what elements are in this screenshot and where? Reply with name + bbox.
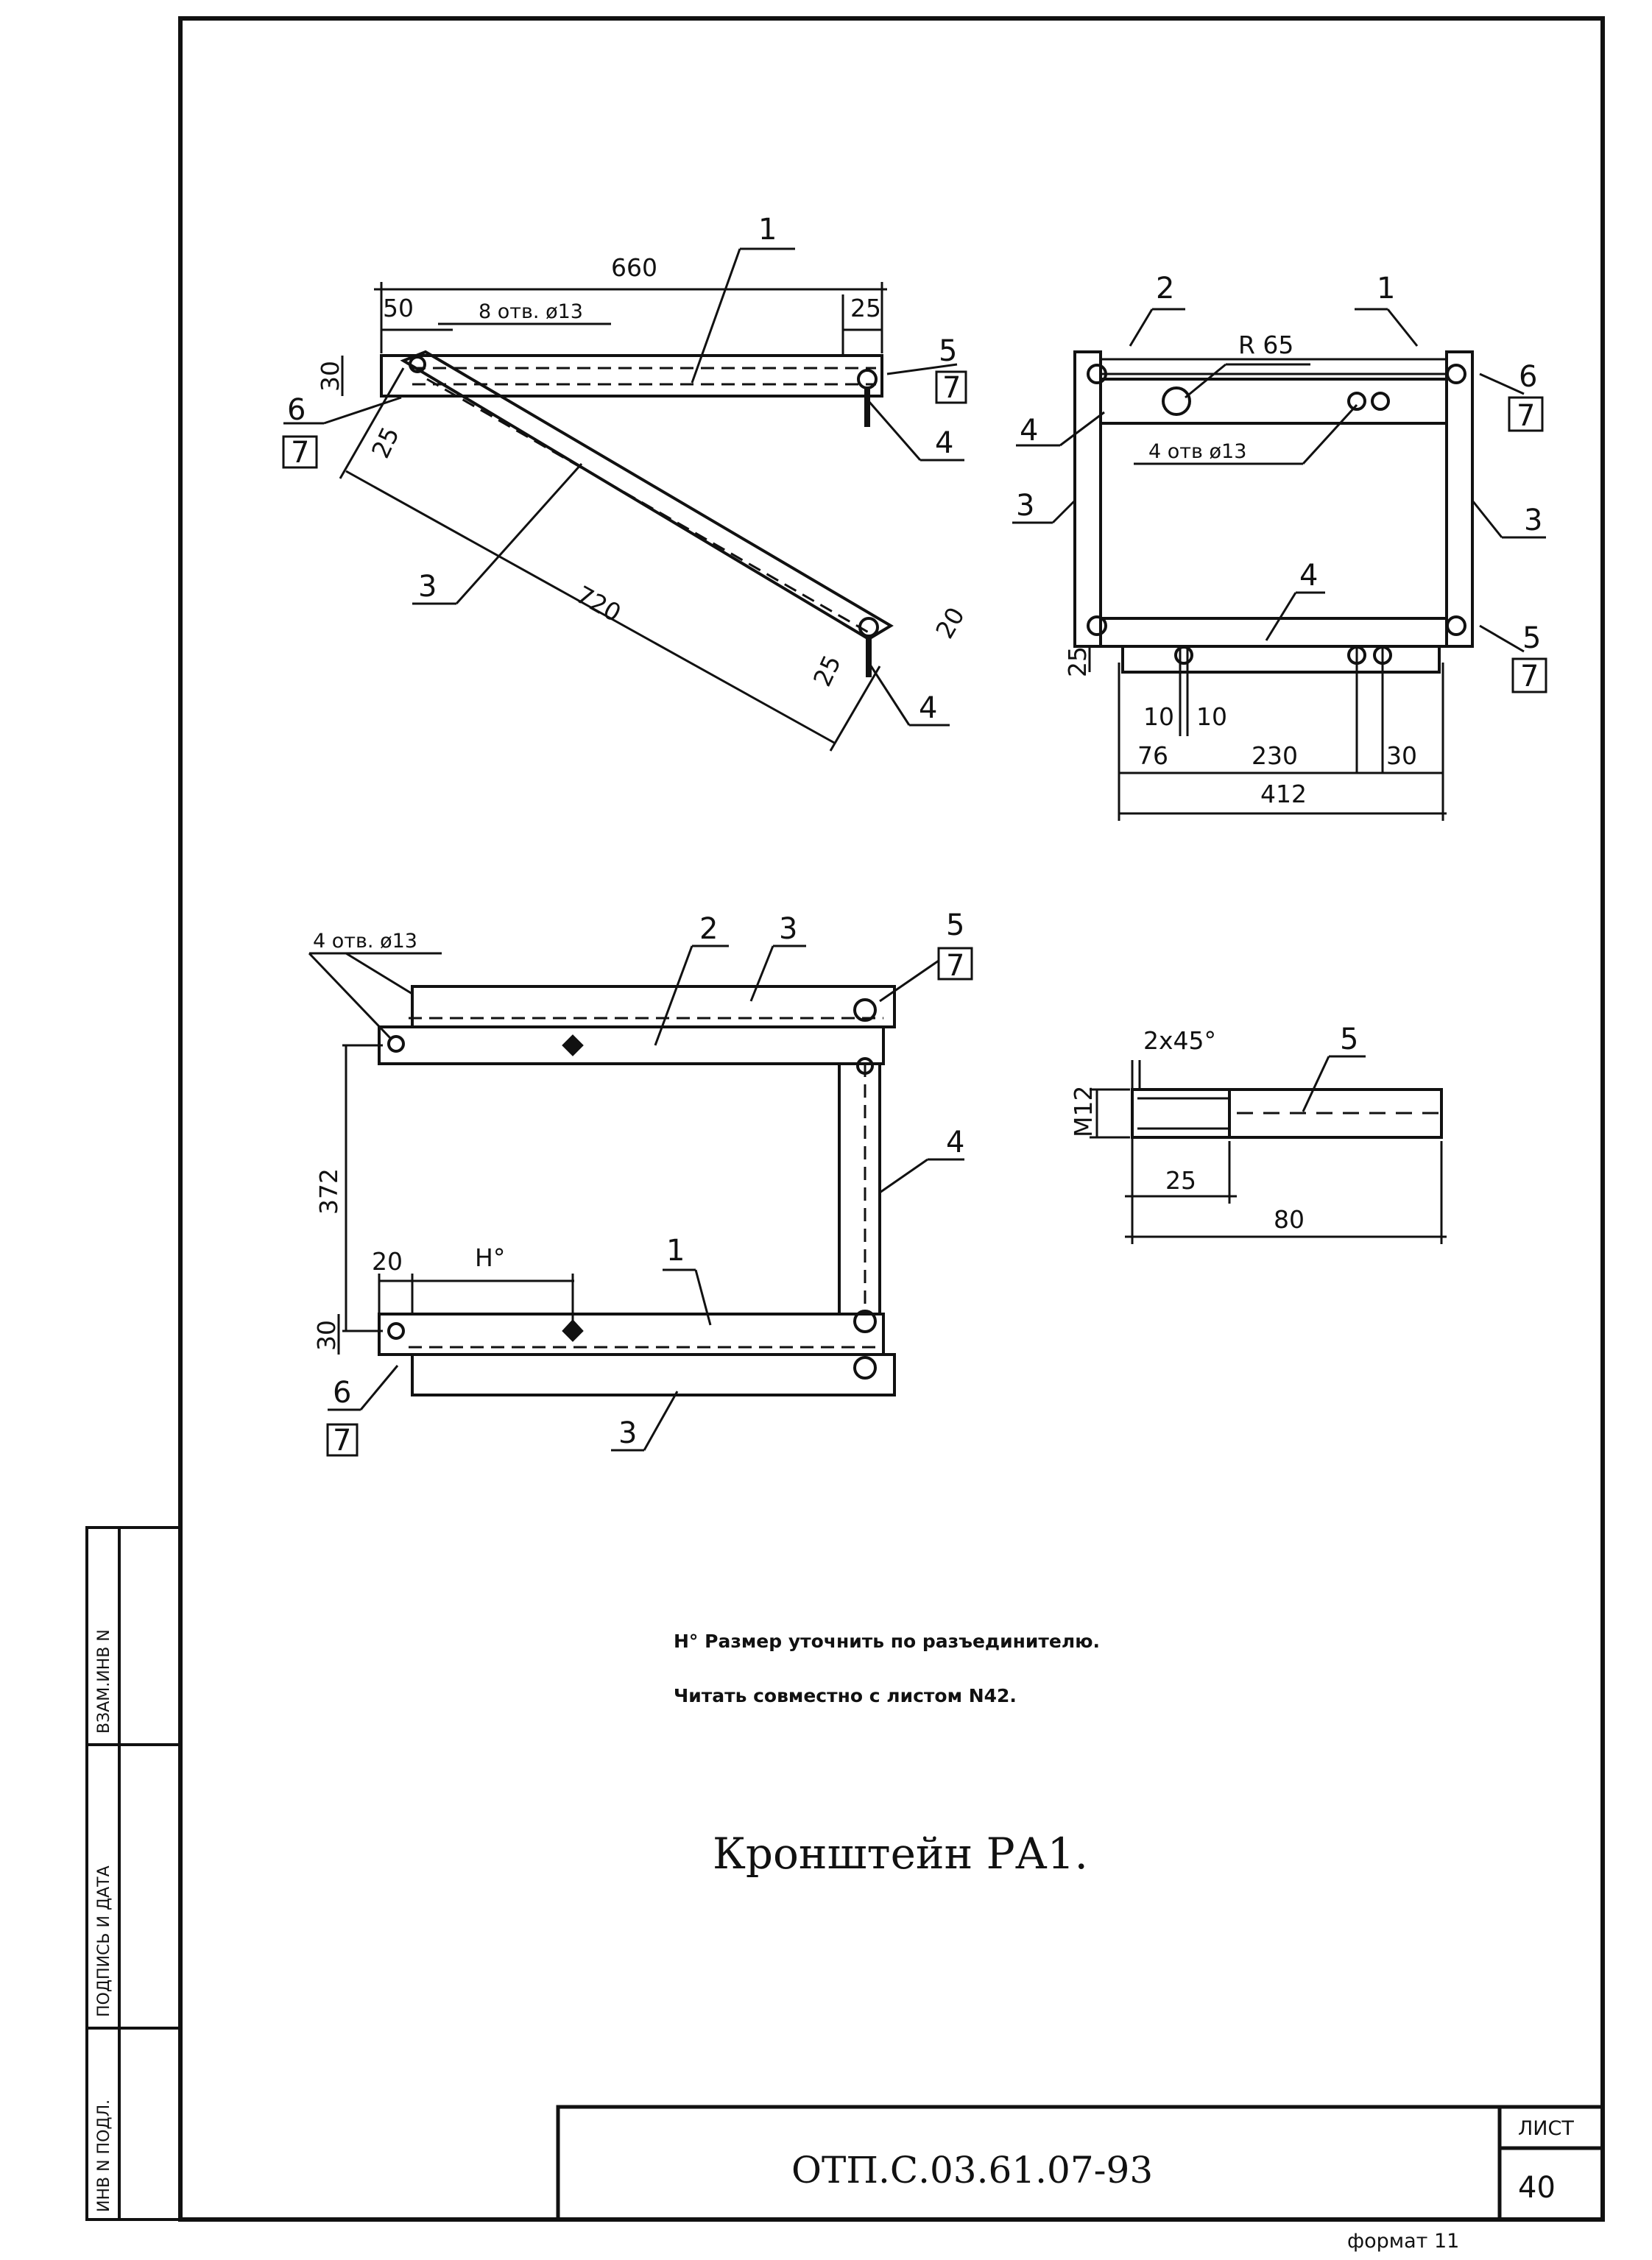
plan-view-dim-height: 372 — [314, 1168, 343, 1215]
note-line-1: H° Размер уточнить по разъединителю. — [674, 1631, 1100, 1652]
plan-view-pos-2: 2 — [699, 912, 718, 946]
side-view-pos-5: 5 — [939, 334, 957, 368]
side-stamp-signature: ПОДПИСЬ И ДАТА — [95, 1865, 113, 2017]
format-label: формат 11 — [1347, 2230, 1459, 2253]
end-view-pos-5: 5 — [1522, 621, 1541, 655]
end-view-pos-3-left: 3 — [1016, 489, 1034, 523]
note-line-2: Читать совместно с листом N42. — [674, 1685, 1017, 1706]
end-view-pos-3-right: 3 — [1524, 504, 1542, 537]
end-view — [1012, 308, 1547, 821]
end-view-dim-overall: 412 — [1260, 780, 1307, 808]
bolt-view-dim-thread: M12 — [1069, 1086, 1098, 1137]
side-view-pos-6-sheet: 7 — [291, 436, 309, 470]
side-view-holes-label: 8 отв. ø13 — [479, 300, 583, 323]
side-view-pos-1: 1 — [758, 213, 777, 247]
end-view-holes-label: 4 отв ø13 — [1148, 440, 1246, 463]
plan-view-holes-label: 4 отв. ø13 — [313, 930, 417, 953]
plan-view-pos-3-top: 3 — [779, 912, 797, 946]
end-view-dim-b: 230 — [1252, 741, 1298, 770]
end-view-dim-d2: 10 — [1196, 702, 1227, 731]
side-view-pos-3: 3 — [418, 570, 437, 604]
bolt-view-dim-chamfer: 2x45° — [1143, 1026, 1216, 1055]
end-view-dim-d1: 10 — [1143, 702, 1174, 731]
end-view-radius-label: R 65 — [1238, 331, 1293, 359]
bolt-view — [1090, 1055, 1447, 1244]
side-stamp-replacement: ВЗАМ.ИНВ N — [95, 1629, 113, 1734]
side-view-dim-offset: 25 — [366, 423, 405, 463]
plan-view-pos-5: 5 — [946, 908, 964, 942]
drawing-title: Кронштейн РА1. — [713, 1829, 1088, 1879]
side-view-dim-left: 50 — [383, 294, 414, 322]
side-stamp — [85, 1526, 182, 2221]
side-view-dim-height: 30 — [316, 361, 345, 392]
side-view-pos-6: 6 — [287, 393, 306, 427]
plan-view-dim-left: 20 — [372, 1247, 403, 1276]
end-view-dim-a: 76 — [1137, 741, 1168, 770]
end-view-pos-4-left: 4 — [1020, 414, 1038, 448]
sheet-number: 40 — [1518, 2171, 1556, 2205]
sheet-frame — [178, 16, 1605, 2222]
side-view-pos-4-bottom: 4 — [919, 691, 937, 725]
side-view-dim-diagonal: 720 — [571, 580, 626, 628]
side-view-dim-overall: 660 — [611, 253, 657, 282]
side-view-pos-5-sheet: 7 — [942, 371, 961, 405]
end-view-dim-c: 30 — [1386, 741, 1417, 770]
end-view-pos-2: 2 — [1156, 272, 1174, 306]
side-view-pos-4-top: 4 — [935, 426, 953, 460]
side-stamp-inventory: ИНВ N ПОДЛ. — [95, 2100, 113, 2212]
plan-view-pos-4: 4 — [946, 1126, 964, 1159]
end-view-pos-6-sheet: 7 — [1517, 399, 1535, 433]
plan-view-pos-6-sheet: 7 — [333, 1424, 351, 1458]
plan-view-pos-6: 6 — [333, 1376, 351, 1410]
plan-view-pos-3-bottom: 3 — [618, 1416, 637, 1450]
plan-view-pos-1: 1 — [666, 1234, 685, 1268]
document-code: ОТП.С.03.61.07-93 — [791, 2149, 1153, 2192]
end-view-dim-height: 25 — [1063, 646, 1092, 677]
side-view-dim-tip: 20 — [930, 602, 970, 643]
plan-view-dim-hvar: H° — [475, 1243, 505, 1272]
plan-view-dim-thick: 30 — [312, 1320, 341, 1351]
end-view-pos-1: 1 — [1377, 272, 1395, 306]
plan-view — [308, 944, 973, 1457]
end-view-pos-6: 6 — [1519, 360, 1537, 394]
side-view-dim-right: 25 — [850, 294, 881, 322]
end-view-pos-4-bottom: 4 — [1299, 559, 1318, 593]
sheet-label: ЛИСТ — [1518, 2117, 1574, 2140]
side-view — [282, 247, 967, 752]
plan-view-pos-5-sheet: 7 — [946, 949, 964, 983]
bolt-view-dim-thread-length: 25 — [1165, 1166, 1196, 1195]
title-block — [556, 2105, 1605, 2222]
bolt-view-pos-5: 5 — [1340, 1023, 1358, 1056]
end-view-pos-5-sheet: 7 — [1520, 660, 1539, 693]
bolt-view-dim-length: 80 — [1274, 1205, 1305, 1234]
side-view-dim-end: 25 — [808, 651, 847, 691]
